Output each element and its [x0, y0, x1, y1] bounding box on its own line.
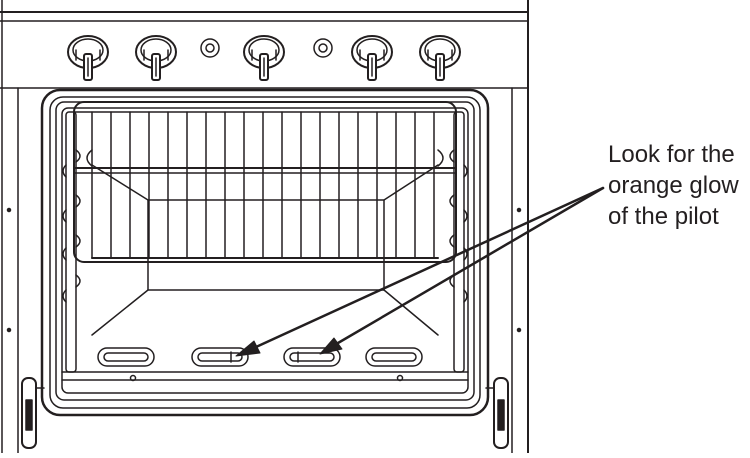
door-hinge-icon: [485, 377, 509, 449]
callout-line: orange glow: [608, 172, 739, 199]
pilot-callout: Look for the orange glow of the pilot: [608, 139, 750, 232]
control-knob-icon: [419, 35, 461, 81]
indicator-light-icon: [200, 38, 220, 58]
burner-port: [283, 347, 341, 367]
indicator-light-icon: [313, 38, 333, 58]
callout-line: Look for the: [608, 141, 735, 168]
callout-line: of the pilot: [608, 203, 719, 230]
control-knob-icon: [351, 35, 393, 81]
oven-cavity: [61, 107, 469, 394]
burner-port: [97, 347, 155, 367]
control-knob-icon: [67, 35, 109, 81]
control-knob-icon: [135, 35, 177, 81]
pointer-arrow: [319, 186, 605, 355]
burner-port: [191, 347, 249, 367]
range-body: [0, 0, 529, 454]
left-rack-supports: [62, 111, 81, 373]
control-knob-icon: [243, 35, 285, 81]
burner-port: [365, 347, 423, 367]
pointer-arrow: [235, 186, 605, 357]
right-rack-supports: [449, 111, 468, 373]
door-hinge-icon: [21, 377, 45, 449]
oven-rack: [73, 101, 457, 263]
